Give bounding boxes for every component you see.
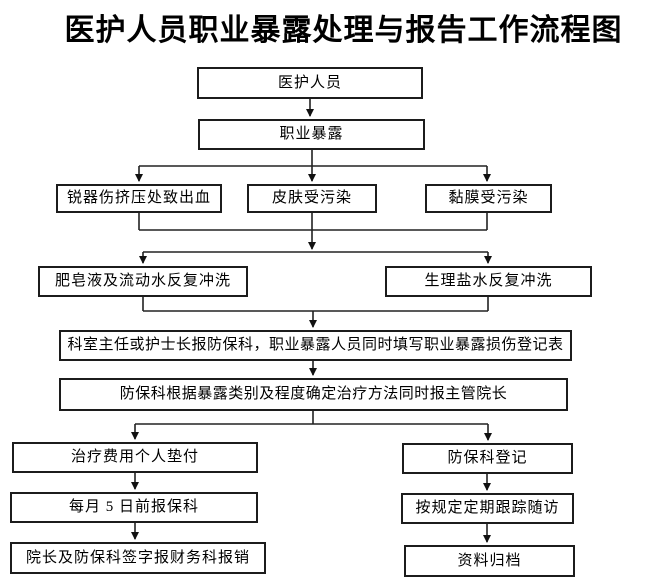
flow-node-sharp-injury: 锐器伤挤压处致出血: [56, 184, 222, 213]
flow-node-reimbursement: 院长及防保科签字报财务科报销: [10, 542, 266, 574]
flow-node-monthly-report: 每月 5 日前报保科: [10, 492, 258, 523]
flow-node-register: 防保科登记: [402, 443, 573, 474]
flow-node-archive: 资料归档: [404, 545, 575, 577]
flow-node-report-registration: 科室主任或护士长报防保科，职业暴露人员同时填写职业暴露损伤登记表: [59, 330, 572, 361]
page-title: 医护人员职业暴露处理与报告工作流程图: [64, 14, 623, 47]
flow-node-skin-contamination: 皮肤受污染: [247, 184, 377, 213]
flow-node-personal-payment: 治疗费用个人垫付: [12, 442, 258, 473]
flow-node-follow-up: 按规定定期跟踪随访: [401, 493, 574, 524]
flow-node-mucosa-contamination: 黏膜受污染: [425, 184, 552, 213]
flow-node-soap-rinse: 肥皂液及流动水反复冲洗: [38, 266, 248, 297]
flow-node-saline-rinse: 生理盐水反复冲洗: [385, 266, 592, 297]
flow-node-staff: 医护人员: [197, 67, 423, 99]
flow-node-exposure: 职业暴露: [198, 119, 425, 150]
flow-node-determine-treatment: 防保科根据暴露类别及程度确定治疗方法同时报主管院长: [59, 378, 568, 411]
connector-lines: [131, 99, 492, 543]
